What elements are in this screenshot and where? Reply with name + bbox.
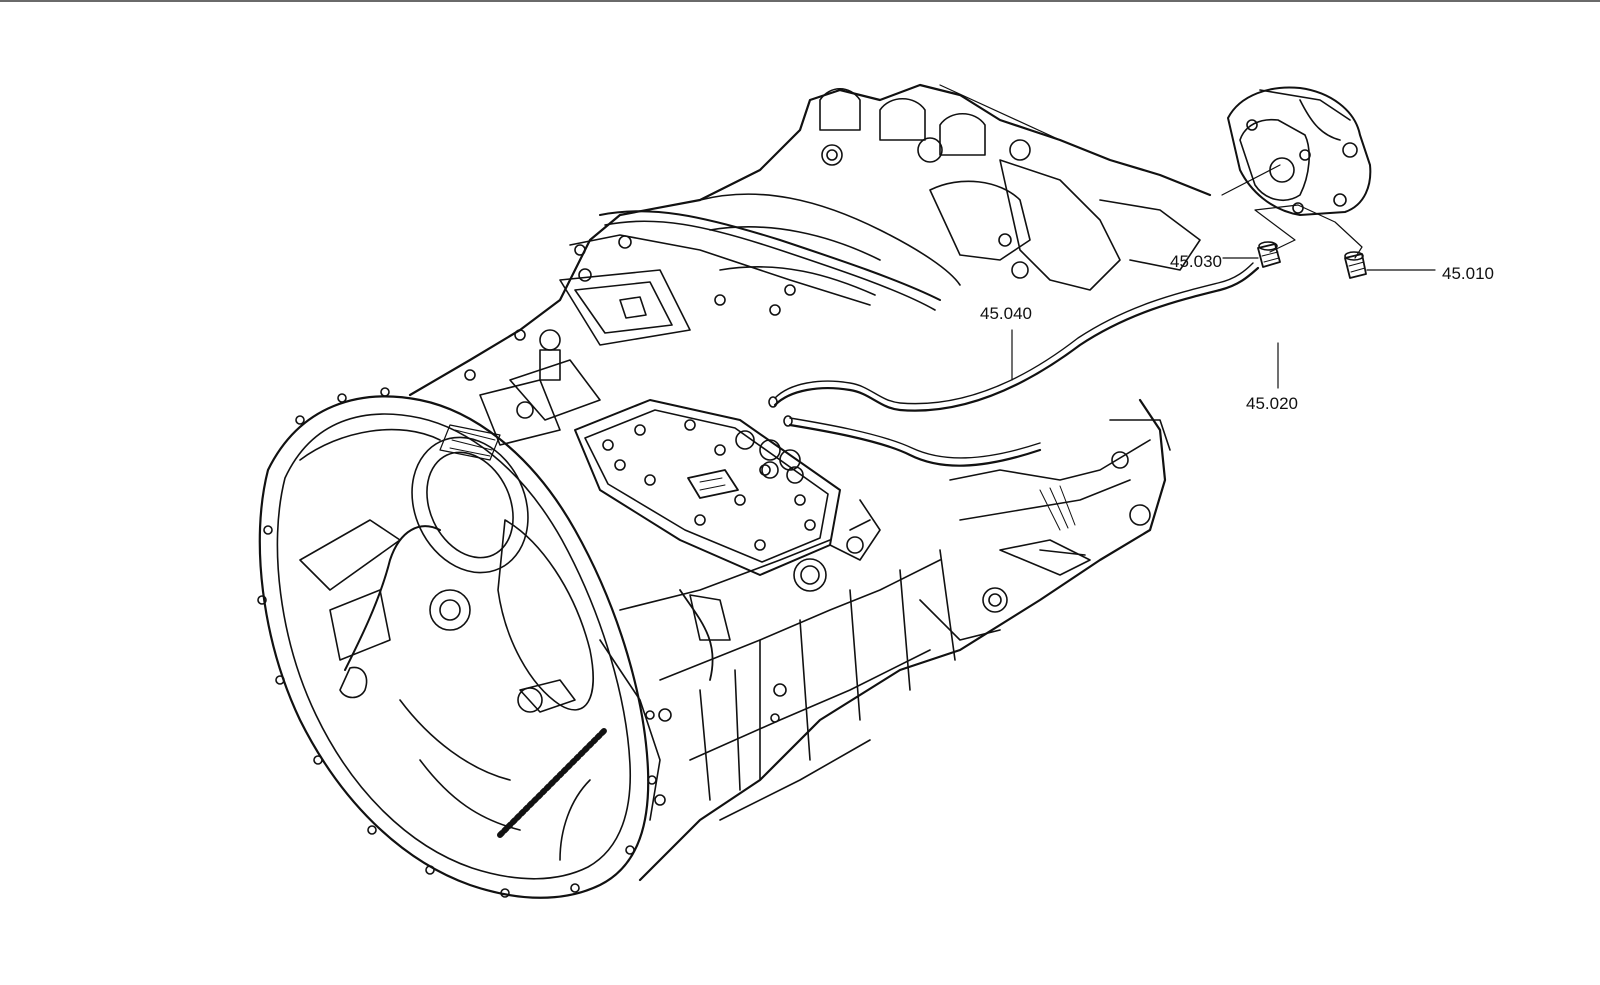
callout-45030: 45.030 [1170, 252, 1222, 271]
callout-45020: 45.020 [1246, 394, 1298, 413]
valve-block [464, 329, 881, 681]
pipe-45020 [783, 415, 1042, 467]
pipe-45040 [768, 262, 1260, 412]
fitting-45010 [1344, 251, 1367, 279]
rear-cover [1227, 86, 1372, 216]
leader-lines [939, 84, 1436, 389]
clutch-bell-housing [257, 387, 657, 899]
callout-45040: 45.040 [980, 304, 1032, 323]
shift-housing-top [559, 87, 1201, 346]
main-gearbox-case [408, 83, 1212, 882]
callout-45010: 45.010 [1442, 264, 1494, 283]
fitting-45030 [1257, 241, 1281, 268]
